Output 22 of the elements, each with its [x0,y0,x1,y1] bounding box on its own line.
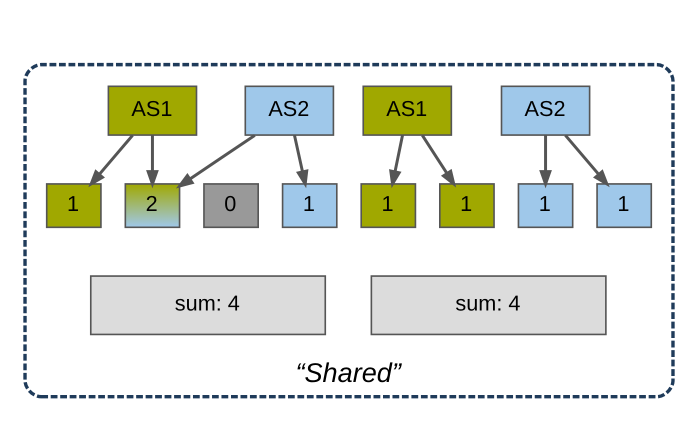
node-box: 0 [203,182,259,228]
node-box: 1 [518,182,574,228]
arrow [293,134,308,188]
arrow [389,134,404,188]
node-box: 1 [360,182,416,228]
arrow [539,134,552,188]
node-box: AS1 [108,85,198,136]
arrow [88,134,134,187]
node-box: AS2 [244,85,334,136]
arrow [176,134,256,188]
node-box: 1 [282,182,338,228]
node-box: sum: 4 [90,274,326,335]
node-box: 1 [596,182,652,228]
node-box: 1 [46,182,102,228]
arrow [421,134,456,188]
node-box: AS2 [500,85,590,136]
arrow [564,134,610,187]
arrow [146,134,159,188]
node-box: sum: 4 [370,274,607,335]
node-box: AS1 [362,85,452,136]
node-box: 1 [439,182,495,228]
node-box: 2 [124,182,180,228]
